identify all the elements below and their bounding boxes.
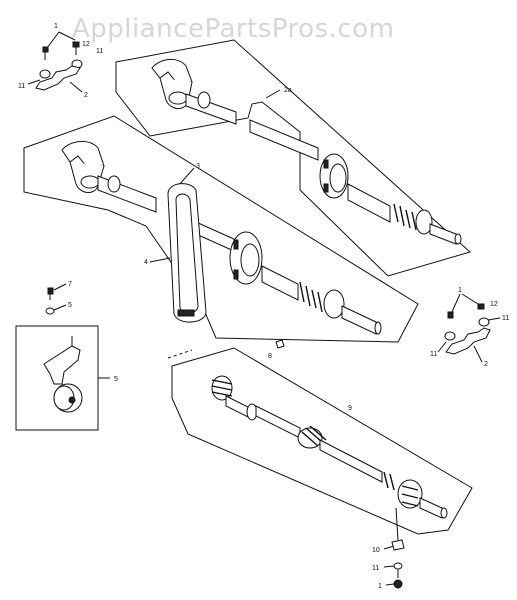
- callout-12-right: 12: [490, 301, 498, 308]
- callout-4: 4: [144, 259, 148, 266]
- mount-box-outline: [15, 325, 99, 431]
- coupling-icon: [415, 209, 433, 235]
- callout-11-right-b: 11: [430, 351, 437, 358]
- callout-9: 9: [348, 405, 352, 412]
- watermark-text: AppliancePartsPros.com: [72, 14, 395, 44]
- screw-icon: [42, 46, 49, 53]
- shaft-assembly-lower: 9: [167, 347, 473, 535]
- screw-8-group: 8: [268, 339, 285, 360]
- washer-icon: [393, 562, 403, 570]
- callout-1-bottom: 1: [378, 583, 382, 590]
- motor-clamp-icon: [61, 141, 105, 167]
- nut-icon: [39, 69, 51, 79]
- callout-5: 5: [114, 376, 118, 383]
- mount-bracket-icon: [43, 345, 81, 385]
- screw-icon: [393, 579, 403, 589]
- shaft-collar-icon: [107, 175, 121, 193]
- clamp-group-right: 1 12 11 11 2: [430, 287, 509, 368]
- callout-11-bottom: 11: [372, 565, 379, 572]
- nut-icon: [478, 317, 490, 327]
- callout-2-right: 2: [484, 361, 488, 368]
- panel-outline-middle: [23, 115, 419, 343]
- clamp-group-top-left: [27, 31, 83, 93]
- callout-2a: 2a: [284, 87, 292, 94]
- screw-icon: [447, 311, 454, 319]
- motor-mount-group: 7 5 5: [15, 281, 118, 431]
- screw-icon: [72, 41, 80, 48]
- bottom-hardware-group: 10 11 1: [372, 507, 405, 590]
- panel-outline-upper: [115, 39, 472, 277]
- callout-10: 10: [372, 547, 380, 554]
- shaft-collar-icon: [197, 91, 211, 109]
- callout-12-top-left: 12: [82, 41, 90, 48]
- motor-clamp-icon: [151, 59, 193, 83]
- clamp-bracket-icon: [35, 65, 81, 91]
- clamp-bracket-icon: [445, 327, 491, 355]
- washer-icon: [45, 307, 55, 315]
- callout-7: 7: [68, 281, 72, 288]
- callout-11-top-left-b: 11: [18, 83, 25, 90]
- callout-11-right: 11: [502, 315, 509, 322]
- shaft-assembly-middle: 3: [23, 115, 419, 343]
- callout-8: 8: [268, 353, 272, 360]
- screw-icon: [477, 303, 485, 310]
- screw-icon: [47, 287, 54, 295]
- clip-icon: [391, 539, 405, 551]
- drive-belt: 4: [144, 183, 207, 323]
- nut-icon: [444, 331, 456, 341]
- coupling-icon: [323, 289, 345, 319]
- callout-5-small: 5: [68, 302, 72, 309]
- callout-3: 3: [196, 163, 200, 170]
- callout-1-top-left: 1: [54, 23, 58, 30]
- callout-1-right: 1: [458, 287, 462, 294]
- callout-2-top-left: 2: [84, 92, 88, 99]
- panel-outline-lower: [171, 347, 473, 535]
- shaft-assembly-upper: 2a: [115, 39, 472, 277]
- screw-icon: [275, 339, 285, 349]
- callout-11-top-left: 11: [96, 48, 103, 55]
